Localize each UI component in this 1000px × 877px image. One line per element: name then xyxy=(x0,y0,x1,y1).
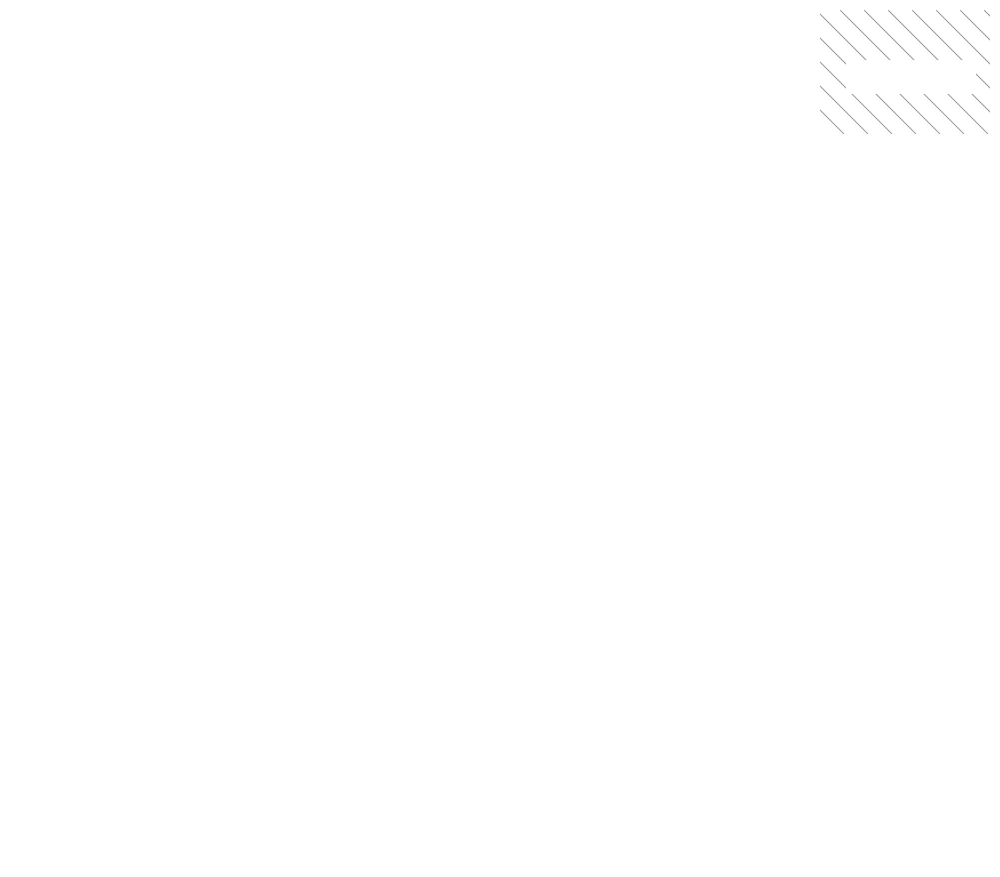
hatch-line-10 xyxy=(935,10,990,65)
hatch-gap-band xyxy=(846,60,976,94)
hatch-line-12 xyxy=(983,10,990,17)
hatch-line-3 xyxy=(820,61,893,134)
hatch-line-11 xyxy=(959,10,990,41)
hatch-line-2 xyxy=(820,85,869,134)
hatch-pattern-icon xyxy=(820,10,990,134)
hatch-pattern-placeholder xyxy=(820,10,990,134)
hatch-line-1 xyxy=(820,109,845,134)
